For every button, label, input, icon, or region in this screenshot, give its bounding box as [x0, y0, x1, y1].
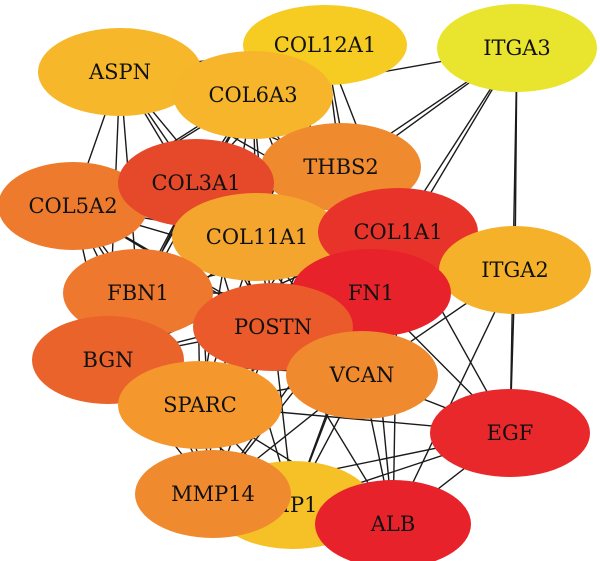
node-egf: EGF [430, 389, 590, 477]
node-col11a1: COL11A1 [172, 193, 342, 281]
node-ellipse-thbs2 [261, 123, 421, 211]
node-ellipse-col6a3 [173, 51, 333, 139]
node-label-col12a1: COL12A1 [274, 33, 376, 57]
node-col6a3: COL6A3 [173, 51, 333, 139]
node-ellipse-vcan [286, 331, 438, 419]
node-ellipse-col11a1 [172, 193, 342, 281]
node-label-mmp14: MMP14 [171, 482, 255, 506]
node-fbn1: FBN1 [63, 249, 213, 337]
node-col5a2: COL5A2 [0, 162, 148, 250]
node-ellipse-alb [315, 480, 471, 561]
node-label-fbn1: FBN1 [107, 281, 169, 305]
node-ellipse-sparc [118, 361, 282, 449]
node-label-col5a2: COL5A2 [28, 194, 117, 218]
node-label-itga3: ITGA3 [483, 36, 551, 60]
node-label-col3a1: COL3A1 [151, 171, 240, 195]
node-ellipse-itga2 [439, 226, 591, 314]
node-vcan: VCAN [286, 331, 438, 419]
node-aspn: ASPN [38, 28, 202, 116]
node-label-col11a1: COL11A1 [206, 225, 308, 249]
node-label-bgn: BGN [83, 348, 134, 372]
node-thbs2: THBS2 [261, 123, 421, 211]
node-ellipse-col5a2 [0, 162, 148, 250]
node-label-sparc: SPARC [163, 393, 237, 417]
node-ellipse-fbn1 [63, 249, 213, 337]
node-label-aspn: ASPN [88, 60, 151, 84]
node-itga2: ITGA2 [439, 226, 591, 314]
node-itga3: ITGA3 [437, 4, 597, 92]
node-label-col6a3: COL6A3 [208, 83, 297, 107]
node-label-alb: ALB [370, 512, 416, 536]
node-label-egf: EGF [487, 421, 534, 445]
node-ellipse-aspn [38, 28, 202, 116]
node-ellipse-itga3 [437, 4, 597, 92]
node-label-itga2: ITGA2 [481, 258, 549, 282]
node-ellipse-mmp14 [135, 450, 291, 538]
node-label-thbs2: THBS2 [303, 155, 379, 179]
node-label-vcan: VCAN [329, 363, 395, 387]
node-mmp14: MMP14 [135, 450, 291, 538]
node-ellipse-egf [430, 389, 590, 477]
node-label-postn: POSTN [234, 315, 312, 339]
node-sparc: SPARC [118, 361, 282, 449]
node-label-col1a1: COL1A1 [353, 220, 442, 244]
node-alb: ALB [315, 480, 471, 561]
node-label-fn1: FN1 [348, 281, 394, 305]
